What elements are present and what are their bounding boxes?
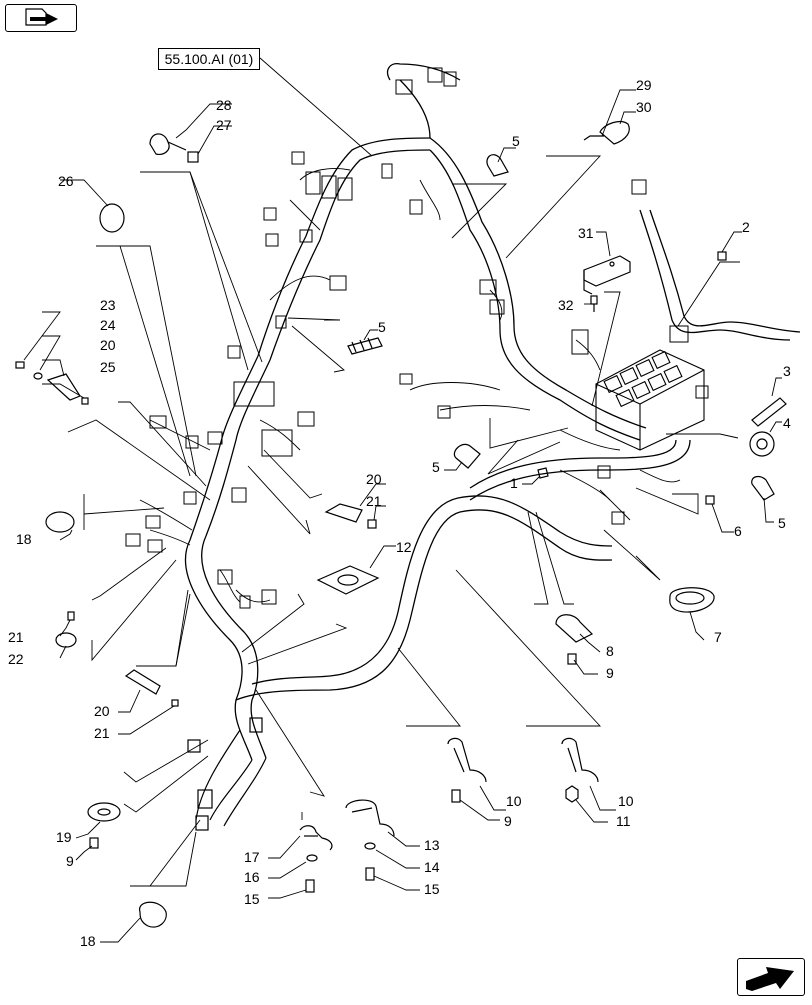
lower-connectors [187, 717, 263, 831]
plug-2 [717, 251, 727, 261]
strip-3 [751, 397, 787, 427]
bracket-10-left [447, 737, 487, 783]
callout-10-left: 10 [506, 793, 522, 809]
main-harness [185, 63, 801, 761]
screw-9-left [89, 837, 99, 849]
callout-7: 7 [714, 629, 722, 645]
bracket-17 [299, 825, 333, 851]
clip-20-middle [324, 503, 363, 523]
clip-6 [705, 495, 715, 505]
next-page-arrow-icon[interactable] [737, 958, 805, 996]
callout-30: 30 [636, 99, 652, 115]
clamp-22 [55, 632, 77, 648]
callout-25: 25 [100, 359, 116, 375]
callout-24: 24 [100, 317, 116, 333]
washer-16 [306, 854, 318, 862]
grommet-7 [669, 587, 715, 613]
nut-11 [565, 785, 579, 803]
clamp-8 [555, 614, 594, 643]
washer-24 [33, 372, 43, 380]
bracket-31 [583, 255, 631, 295]
callout-labels: 1 2 3 4 5 5 5 5 6 7 8 9 9 9 10 10 11 12 … [8, 77, 791, 949]
callout-9-left: 9 [66, 853, 74, 869]
sensor-30 [599, 120, 630, 145]
clip-5-left [453, 443, 481, 469]
callout-18-bottom: 18 [80, 933, 96, 949]
ring-26 [99, 203, 125, 233]
callout-31: 31 [578, 225, 594, 241]
callout-5-top: 5 [512, 133, 520, 149]
screw-15-left [305, 879, 315, 893]
callout-11: 11 [616, 813, 631, 829]
sensor-28 [149, 133, 187, 155]
callout-2: 2 [742, 219, 750, 235]
callout-9-center: 9 [606, 665, 614, 681]
reference-label[interactable]: 55.100.AI (01) [158, 48, 260, 70]
book-arrow-icon[interactable] [5, 4, 77, 32]
callout-5-left: 5 [432, 459, 440, 475]
callout-20-upper: 20 [100, 337, 116, 353]
bracket-10-right [561, 737, 599, 783]
bracket-13 [345, 799, 395, 837]
callout-20-lower: 20 [94, 703, 110, 719]
callout-21-middle: 21 [366, 493, 382, 509]
clip-5-top [486, 154, 509, 177]
callout-12: 12 [396, 539, 412, 555]
clip-5-right [751, 475, 775, 501]
callout-26: 26 [58, 173, 74, 189]
grommet-4 [749, 431, 775, 457]
callout-18-left: 18 [16, 531, 32, 547]
nut-21-middle [367, 519, 377, 529]
callout-14: 14 [424, 859, 440, 875]
washer-14 [364, 842, 376, 850]
callout-28: 28 [216, 97, 232, 113]
screw-9-lower [451, 789, 461, 803]
callout-4: 4 [783, 415, 791, 431]
callout-1: 1 [510, 475, 518, 491]
callout-17: 17 [244, 849, 260, 865]
lower-harness-branch [195, 729, 267, 827]
clamp-19 [87, 802, 121, 822]
nut-21-lower [171, 699, 179, 707]
callout-5-middle: 5 [378, 319, 386, 335]
callout-8: 8 [606, 643, 614, 659]
sensor-29 [583, 135, 604, 141]
nut-21-upper [67, 611, 75, 621]
callout-15-left: 15 [244, 891, 260, 907]
callout-9-lower: 9 [504, 813, 512, 829]
ring-18-left [45, 511, 75, 533]
callout-20-middle: 20 [366, 471, 382, 487]
ring-18-bottom [139, 901, 167, 928]
fuse-relay-box [595, 349, 705, 451]
callout-21-upper: 21 [8, 629, 24, 645]
clip-20-upper [46, 373, 81, 401]
harness-connectors [125, 67, 709, 609]
callout-22: 22 [8, 651, 24, 667]
callout-23: 23 [100, 297, 116, 313]
leader-lines [23, 57, 782, 943]
callout-10-right: 10 [618, 793, 634, 809]
grommet-12 [316, 565, 380, 595]
callout-16: 16 [244, 869, 260, 885]
screw-9-center [567, 653, 577, 665]
callout-15-right: 15 [424, 881, 440, 897]
callout-3: 3 [783, 363, 791, 379]
clip-20-lower [124, 669, 161, 695]
plug-27 [187, 151, 199, 163]
callout-32: 32 [558, 297, 574, 313]
callout-27: 27 [216, 117, 232, 133]
screw-23 [15, 361, 25, 369]
nut-25 [81, 397, 89, 405]
callout-29: 29 [636, 77, 652, 93]
branch-wires [139, 168, 681, 603]
callout-6: 6 [734, 523, 742, 539]
callout-19: 19 [56, 829, 72, 845]
callout-5-right: 5 [778, 515, 786, 531]
screw-15-right [365, 867, 375, 881]
tie-5-middle [347, 337, 383, 355]
screw-1 [537, 467, 549, 479]
callout-13: 13 [424, 837, 440, 853]
callout-21-lower: 21 [94, 725, 110, 741]
